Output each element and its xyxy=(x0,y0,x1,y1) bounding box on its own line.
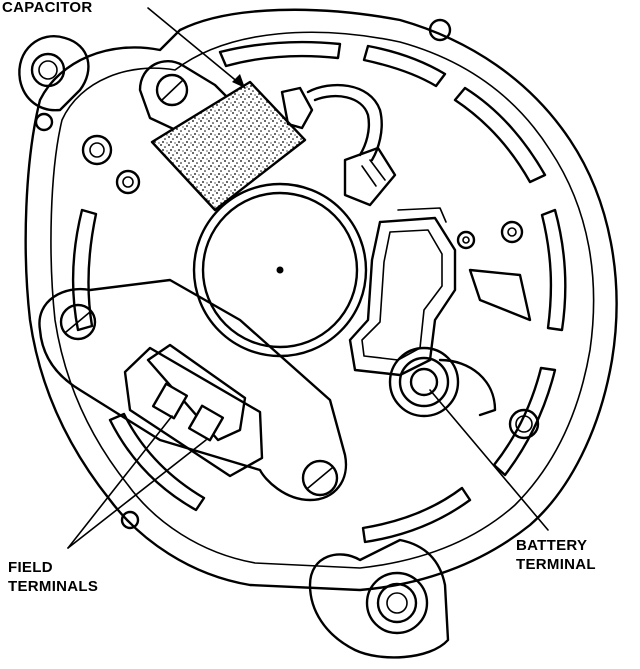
bearing-cap xyxy=(192,182,368,358)
brush-holder xyxy=(38,278,348,502)
battery-label-line2: TERMINAL xyxy=(516,556,596,573)
battery-label-line1: BATTERY xyxy=(516,537,588,554)
alternator-housing xyxy=(24,8,618,592)
battery-terminal-label: BATTERY TERMINAL xyxy=(516,536,596,574)
regulator-pocket xyxy=(348,207,532,377)
vent-slots xyxy=(71,40,567,544)
field-label-line1: FIELD xyxy=(8,559,53,576)
mounting-ear-bottom xyxy=(308,538,450,659)
capacitor-assembly xyxy=(138,60,397,212)
housing-holes xyxy=(34,18,540,530)
field-label-line2: TERMINALS xyxy=(8,578,99,595)
capacitor-label-text: CAPACITOR xyxy=(2,0,93,16)
mounting-ear-top xyxy=(18,35,90,112)
battery-terminal xyxy=(388,346,497,418)
field-terminals-label: FIELD TERMINALS xyxy=(8,558,98,596)
leader-lines xyxy=(67,7,549,549)
capacitor-label: CAPACITOR xyxy=(2,0,92,17)
